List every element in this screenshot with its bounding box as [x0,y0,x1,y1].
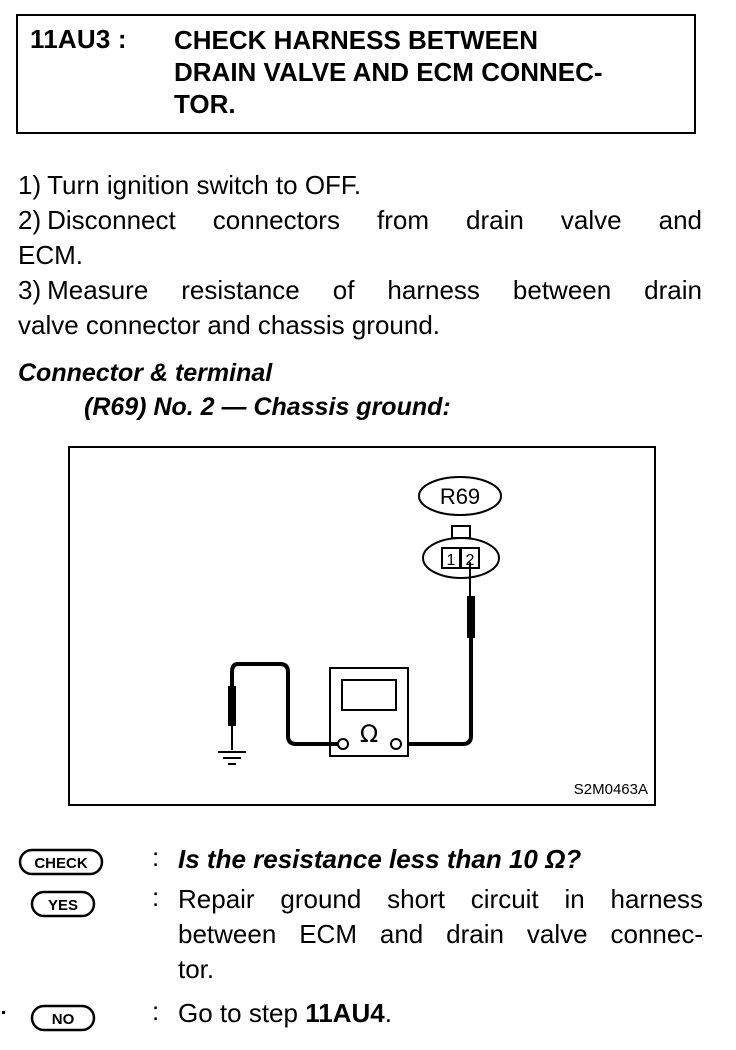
check-badge: CHECK [18,848,104,876]
no-text-prefix: Go to step [178,998,306,1028]
step-text: valve connector and chassis ground. [18,310,441,340]
step-text: Disconnect connectors from drain valve a… [47,205,702,235]
probe-handle-right [467,596,475,638]
procedure-step: 1)Turn ignition switch to OFF. [18,168,702,203]
ground-icon [218,751,246,765]
no-badge-label: NO [52,1011,75,1028]
yes-badge: YES [18,890,104,918]
procedure-list: 1)Turn ignition switch to OFF. 2)Disconn… [18,168,702,343]
probe-lead-left [230,662,338,746]
figure-code: S2M0463A [574,781,648,798]
step-text: ECM. [18,240,83,270]
no-colon: : [152,996,160,1026]
check-question: Is the resistance less than 10 Ω? [178,844,582,874]
yes-text-line: tor. [178,954,215,984]
wiring-diagram: R69 1 2 Ω [68,446,656,806]
connector-label-oval [418,476,502,516]
connector-latch [451,525,471,539]
step-title: CHECK HARNESS BETWEEN DRAIN VALVE AND EC… [174,24,684,120]
step-title-line: CHECK HARNESS BETWEEN [174,25,539,55]
no-text: Go to step 11AU4. [178,996,703,1031]
probe-lead-right [398,638,473,746]
step-number: 3) [18,275,42,305]
step-number: 2) [18,205,42,235]
step-id: 11AU3 : [30,24,127,54]
next-step-ref: 11AU4 [305,998,385,1028]
terminal-1-label: 1 [447,552,456,569]
yes-text-line: between ECM and drain valve connec- [178,919,703,949]
yes-badge-label: YES [48,897,78,914]
check-colon: : [152,842,160,872]
check-badge-label: CHECK [34,855,88,872]
ohmmeter-terminal-left [337,738,349,750]
no-badge: NO [18,1004,104,1032]
procedure-step-continued: ECM. [18,238,702,273]
procedure-step-continued: valve connector and chassis ground. [18,308,702,343]
connector-name: R69 [440,484,480,509]
measurement-spec: (R69) No. 2 — Chassis ground: [84,393,451,421]
step-text: Turn ignition switch to OFF. [47,170,362,200]
diagram-frame [68,446,656,806]
step-text: Measure resistance of harness between dr… [47,275,702,305]
scan-mark [2,1011,5,1014]
wiring-diagram-svg: R69 1 2 Ω [68,446,656,806]
yes-text-line: Repair ground short circuit in harness [178,884,703,914]
step-title-line: DRAIN VALVE AND ECM CONNEC- [174,57,603,87]
no-text-suffix: . [384,998,392,1028]
ohmmeter-display [341,679,397,711]
probe-handle-left [228,686,236,726]
terminal-2-label: 2 [466,552,475,569]
ohm-symbol: Ω [360,720,378,748]
step-title-line: TOR. [174,89,236,119]
step-number: 1) [18,170,42,200]
ohmmeter-terminal-right [390,738,402,750]
yes-colon: : [152,882,160,912]
procedure-step: 2)Disconnect connectors from drain valve… [18,203,702,238]
step-header-box: 11AU3 : CHECK HARNESS BETWEEN DRAIN VALV… [16,14,696,134]
procedure-step: 3)Measure resistance of harness between … [18,273,702,308]
measurement-label: Connector & terminal [18,359,273,387]
